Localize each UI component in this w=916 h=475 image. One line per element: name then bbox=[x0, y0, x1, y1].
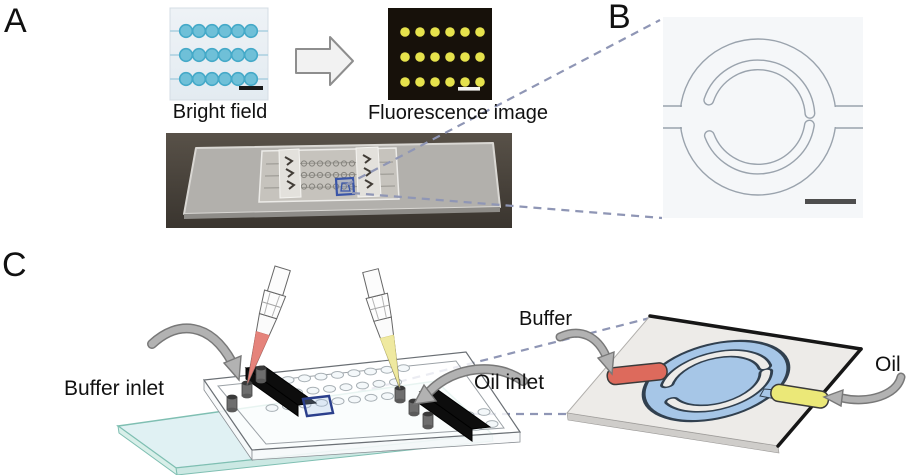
droplet-array bbox=[178, 23, 259, 87]
buffer-channel bbox=[606, 362, 668, 386]
panel-label-a: A bbox=[4, 2, 27, 40]
buffer-inlet-arrow-icon bbox=[147, 323, 242, 382]
scale-bar bbox=[458, 87, 480, 91]
oil-inlet-arrow-icon bbox=[412, 364, 528, 405]
enlarged-trap-plate bbox=[555, 314, 906, 454]
trap-rows-photo bbox=[300, 160, 356, 190]
scale-bar bbox=[239, 86, 263, 90]
label-buffer-inlet: Buffer inlet bbox=[64, 377, 165, 400]
clamp-strip-left bbox=[278, 148, 302, 199]
clamp-strip-right bbox=[355, 146, 382, 198]
ring-channel bbox=[641, 339, 791, 423]
buffer-arrow-icon bbox=[555, 328, 615, 376]
block-arrow-icon bbox=[295, 36, 354, 86]
clamp-bar-right bbox=[418, 389, 492, 442]
observation-window-marker-c bbox=[301, 394, 335, 418]
oil-channel bbox=[770, 383, 830, 409]
caption-bright-field: Bright field bbox=[172, 101, 268, 123]
fluorescent-droplet-array bbox=[400, 27, 485, 87]
scale-bar bbox=[805, 199, 856, 204]
chip-assembly-schematic bbox=[116, 265, 528, 475]
label-buffer: Buffer bbox=[519, 308, 572, 330]
panel-label-c: C bbox=[2, 246, 27, 284]
observation-window-marker bbox=[334, 176, 356, 197]
caption-fluorescence: Fluorescence image bbox=[367, 102, 549, 124]
brightfield-micrograph bbox=[169, 7, 269, 101]
trap-design-micrograph bbox=[663, 17, 863, 218]
panel-label-b: B bbox=[608, 0, 631, 36]
inlet-ports bbox=[226, 365, 434, 430]
label-oil: Oil bbox=[875, 353, 901, 376]
chip-photo bbox=[166, 133, 512, 228]
fluorescence-micrograph bbox=[388, 8, 492, 100]
oil-arrow-icon bbox=[822, 372, 906, 408]
oil-pipette bbox=[362, 268, 401, 390]
zoom-callout-dashes-a bbox=[345, 19, 663, 220]
inner-guard-ring bbox=[703, 59, 816, 175]
label-oil-inlet: Oil inlet bbox=[474, 371, 545, 394]
buffer-pipette bbox=[246, 265, 291, 386]
